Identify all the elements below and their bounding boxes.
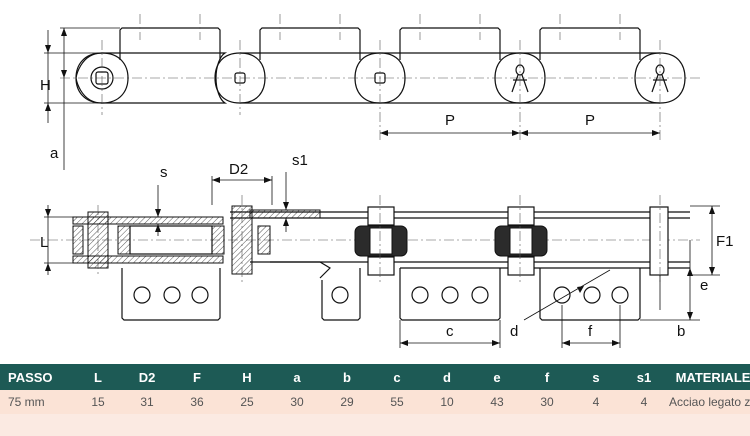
cell-a: 30 <box>272 390 322 414</box>
label-c: c <box>446 323 454 340</box>
plan-centerlines <box>97 195 661 285</box>
cell-F: 36 <box>172 390 222 414</box>
label-P-2: P <box>585 112 595 129</box>
col-header-b: b <box>322 364 372 390</box>
plan-section-view: s D2 s1 L <box>30 152 734 348</box>
cell-d: 10 <box>422 390 472 414</box>
dim-f: f <box>561 305 621 348</box>
col-header-H: H <box>222 364 272 390</box>
dim-e: e <box>687 240 708 320</box>
label-L: L <box>40 234 48 251</box>
chain-technical-drawing: H a P P <box>30 14 734 348</box>
col-header-c: c <box>372 364 422 390</box>
side-elevation-view: H a P P <box>40 14 700 170</box>
cell-L: 15 <box>74 390 122 414</box>
dim-b: b <box>640 275 700 340</box>
label-e: e <box>700 277 708 294</box>
pin-centerlines <box>101 14 661 140</box>
col-header-a: a <box>272 364 322 390</box>
cell-materiale: Acciao legato zn <box>668 390 750 414</box>
cell-f: 30 <box>522 390 572 414</box>
spec-table: PASSO L D2 F H a b c d e f s s1 MATERIAL… <box>0 364 750 414</box>
col-header-D2: D2 <box>122 364 172 390</box>
cell-H: 25 <box>222 390 272 414</box>
dim-s: s <box>155 164 168 236</box>
label-f: f <box>588 323 593 340</box>
col-header-s: s <box>572 364 620 390</box>
col-header-e: e <box>472 364 522 390</box>
attachment-plates-top <box>119 27 641 60</box>
attachment-plates-bottom <box>121 268 641 321</box>
col-header-L: L <box>74 364 122 390</box>
label-a: a <box>50 145 59 162</box>
cell-c: 55 <box>372 390 422 414</box>
cell-e: 43 <box>472 390 522 414</box>
dim-s1: s1 <box>283 152 308 232</box>
label-D2: D2 <box>229 161 248 178</box>
dim-F1: F1 <box>690 205 734 276</box>
rollers <box>354 206 669 276</box>
col-header-F: F <box>172 364 222 390</box>
dim-c: c <box>399 320 501 348</box>
dim-L: L <box>40 205 73 275</box>
dim-P: P P <box>380 112 660 136</box>
col-header-s1: s1 <box>620 364 668 390</box>
label-d: d <box>510 323 518 340</box>
chain-link-plates <box>75 52 686 104</box>
section-hatch <box>72 205 331 279</box>
cell-s: 4 <box>572 390 620 414</box>
cell-passo: 75 mm <box>0 390 74 414</box>
table-footer-band <box>0 414 750 436</box>
cell-s1: 4 <box>620 390 668 414</box>
col-header-materiale: MATERIALE <box>668 364 750 390</box>
label-F1: F1 <box>716 233 734 250</box>
spec-header-row: PASSO L D2 F H a b c d e f s s1 MATERIAL… <box>0 364 750 390</box>
label-s: s <box>160 164 168 181</box>
col-header-f: f <box>522 364 572 390</box>
cell-b: 29 <box>322 390 372 414</box>
dim-H: H <box>40 30 102 123</box>
cell-D2: 31 <box>122 390 172 414</box>
col-header-d: d <box>422 364 472 390</box>
label-P-1: P <box>445 112 455 129</box>
label-b: b <box>677 323 685 340</box>
dim-a: a <box>50 27 120 170</box>
col-header-passo: PASSO <box>0 364 74 390</box>
dim-d: d <box>510 269 611 340</box>
pin-heads <box>90 64 669 93</box>
label-s1: s1 <box>292 152 308 169</box>
spec-data-row: 75 mm 15 31 36 25 30 29 55 10 43 30 4 4 … <box>0 390 750 414</box>
dim-D2: D2 <box>211 161 273 205</box>
label-H: H <box>40 77 51 94</box>
